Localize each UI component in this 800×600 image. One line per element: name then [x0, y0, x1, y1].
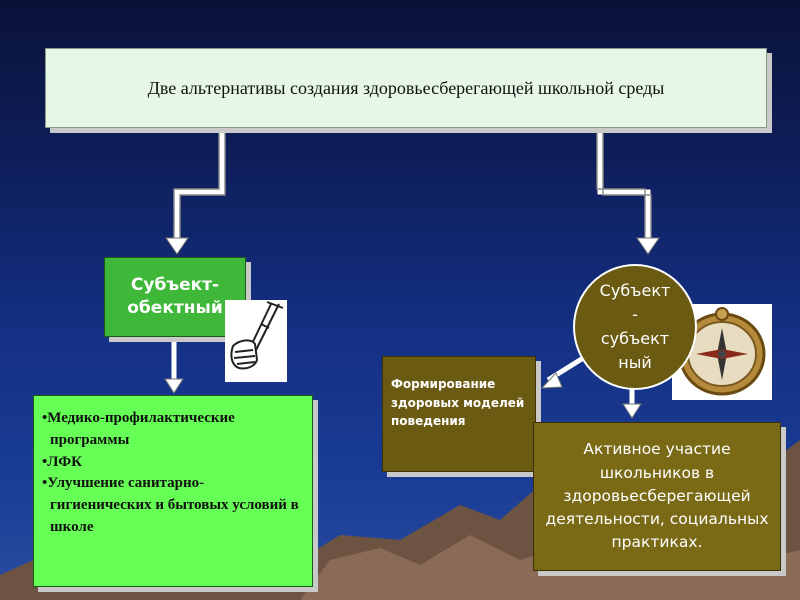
left-methods-list: Медико-профилактические программы ЛФК Ул… — [34, 408, 312, 539]
list-item: Улучшение санитарно-гигиенических и быто… — [38, 473, 304, 538]
subject-subject-circle: Субъект - субъект ный — [573, 264, 697, 390]
subject-subject-label: Субъект - субъект ный — [599, 281, 671, 372]
healthy-behavior-text: Формирование здоровых моделей поведения — [391, 377, 525, 429]
healthy-behavior-box: Формирование здоровых моделей поведения — [382, 356, 536, 472]
subject-object-label-line1: Субъект- — [130, 275, 220, 296]
title-box: Две альтернативы создания здоровьесберег… — [45, 48, 767, 128]
list-item: Медико-профилактические программы — [38, 408, 304, 452]
active-participation-text: Активное участие школьников в здоровьесб… — [545, 440, 769, 552]
title-text: Две альтернативы создания здоровьесберег… — [147, 77, 665, 98]
arrowhead-diagonal — [540, 372, 563, 389]
crutch-and-bandaged-leg-icon — [225, 300, 287, 382]
arrowhead-left — [165, 237, 189, 255]
arrowhead-right — [636, 237, 660, 255]
arrowhead-left-down — [164, 378, 184, 394]
crutch-image — [225, 300, 287, 382]
compass-image — [672, 304, 772, 400]
arrowhead-right-down — [622, 403, 642, 419]
left-methods-box: Медико-профилактические программы ЛФК Ул… — [33, 395, 313, 587]
subject-object-box: Субъект- обектный — [104, 257, 246, 337]
list-item: ЛФК — [38, 452, 304, 474]
subject-object-label-line2: обектный — [127, 298, 223, 318]
active-participation-box: Активное участие школьников в здоровьесб… — [533, 422, 781, 571]
